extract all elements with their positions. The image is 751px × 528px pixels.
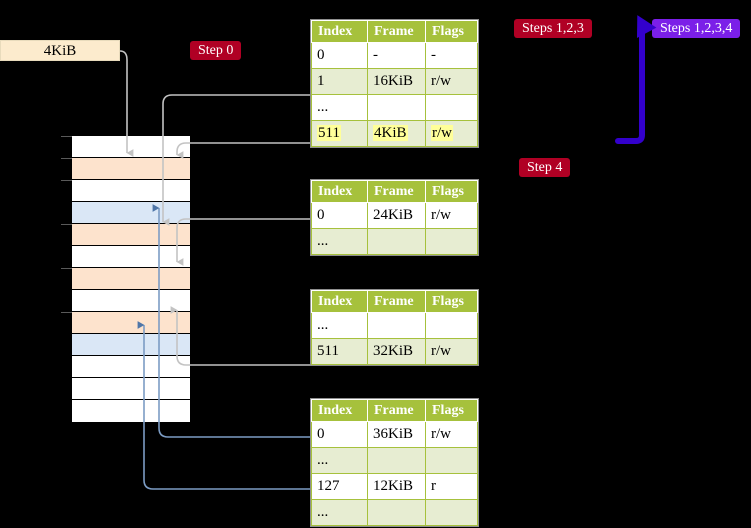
- cell-flags: [425, 447, 478, 474]
- memory-frame-0: [61, 136, 190, 158]
- memory-frame-3: [72, 202, 190, 224]
- cell-frame: [367, 312, 426, 339]
- memory-frame-4: [61, 224, 190, 246]
- badge-step-4: Step 4: [519, 158, 571, 177]
- cell-frame: 32KiB: [367, 338, 426, 365]
- column-header-index: Index: [311, 20, 368, 43]
- memory-frame-tick-0: [61, 136, 72, 137]
- cell-index: 0: [311, 202, 368, 229]
- memory-frame-9: [72, 334, 190, 356]
- column-header-index: Index: [311, 290, 368, 313]
- memory-frame-tick-2: [61, 180, 72, 181]
- cell-frame: [367, 228, 426, 255]
- memory-frame-11: [72, 378, 190, 400]
- column-header-flags: Flags: [425, 399, 478, 422]
- flow-arrow-steps: [615, 15, 657, 144]
- cell-flags: r/w: [425, 338, 478, 365]
- cell-flags: [425, 94, 478, 121]
- cell-frame: 12KiB: [367, 473, 426, 500]
- column-header-frame: Frame: [367, 20, 426, 43]
- memory-frame-8: [61, 312, 190, 334]
- table-row: ...: [311, 94, 478, 121]
- cell-index: 127: [311, 473, 368, 500]
- cell-index: ...: [311, 499, 368, 526]
- cell-index: ...: [311, 312, 368, 339]
- cell-frame: 4KiB: [367, 120, 426, 147]
- cell-frame: -: [367, 42, 426, 69]
- cell-frame: [367, 447, 426, 474]
- cell-flags: r/w: [425, 68, 478, 95]
- memory-frame-1: [61, 158, 190, 180]
- cell-frame: 36KiB: [367, 421, 426, 448]
- cell-index: ...: [311, 228, 368, 255]
- cell-index: 0: [311, 421, 368, 448]
- cell-frame: [367, 499, 426, 526]
- column-header-flags: Flags: [425, 20, 478, 43]
- size-label-box: 4KiB: [0, 40, 120, 61]
- cell-index: 0: [311, 42, 368, 69]
- memory-frame-2: [61, 180, 190, 202]
- column-header-index: Index: [311, 399, 368, 422]
- badge-steps-1234: Steps 1,2,3,4: [652, 19, 741, 38]
- cell-frame: [367, 94, 426, 121]
- cell-frame: 16KiB: [367, 68, 426, 95]
- cell-flags: r/w: [425, 421, 478, 448]
- memory-frame-12: [72, 400, 190, 422]
- column-header-frame: Frame: [367, 290, 426, 313]
- cell-flags: [425, 499, 478, 526]
- table-row: ...: [311, 447, 478, 474]
- column-header-frame: Frame: [367, 399, 426, 422]
- badge-step-0: Step 0: [190, 41, 242, 60]
- column-header-frame: Frame: [367, 180, 426, 203]
- memory-frame-6: [61, 268, 190, 290]
- memory-frame-tick-6: [61, 268, 72, 269]
- column-header-index: Index: [311, 180, 368, 203]
- table-row: ...: [311, 499, 478, 526]
- cell-index: 1: [311, 68, 368, 95]
- table-row: ...: [311, 312, 478, 339]
- memory-frame-tick-8: [61, 312, 72, 313]
- cell-index: 511: [311, 338, 368, 365]
- memory-frame-tick-1: [61, 158, 72, 159]
- memory-frame-7: [72, 290, 190, 312]
- cell-flags: [425, 312, 478, 339]
- memory-frame-10: [72, 356, 190, 378]
- memory-frame-tick-4: [61, 224, 72, 225]
- table-row: 0--: [311, 42, 478, 69]
- cell-frame: 24KiB: [367, 202, 426, 229]
- table-row: ...: [311, 228, 478, 255]
- cell-index: ...: [311, 94, 368, 121]
- cell-flags: r/w: [425, 202, 478, 229]
- column-header-flags: Flags: [425, 180, 478, 203]
- memory-frame-5: [72, 246, 190, 268]
- column-header-flags: Flags: [425, 290, 478, 313]
- physical-memory-column: [61, 135, 191, 422]
- cell-index: ...: [311, 447, 368, 474]
- cell-flags: r/w: [425, 120, 478, 147]
- cell-flags: r: [425, 473, 478, 500]
- cell-flags: -: [425, 42, 478, 69]
- badge-steps-123: Steps 1,2,3: [514, 19, 592, 38]
- cell-index: 511: [311, 120, 368, 147]
- cell-flags: [425, 228, 478, 255]
